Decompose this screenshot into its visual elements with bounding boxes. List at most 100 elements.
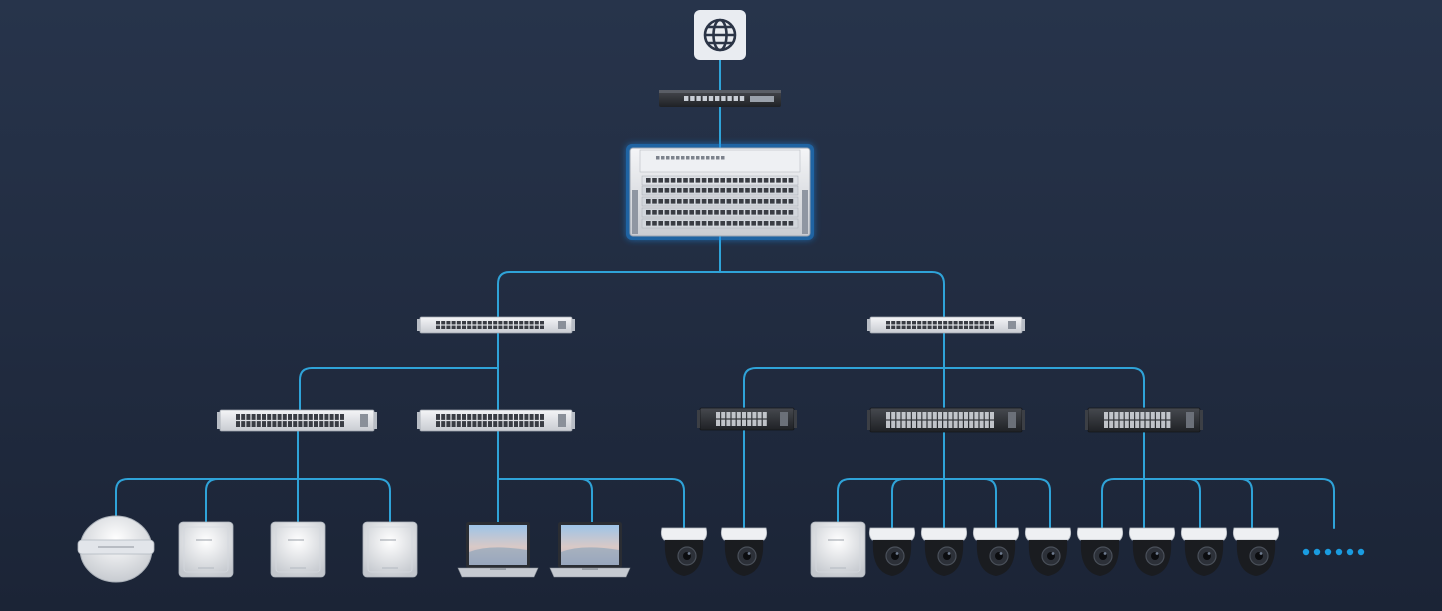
switch-port [503, 321, 508, 325]
chassis-port [695, 210, 701, 215]
chassis-port [739, 188, 744, 193]
switch-port [721, 419, 726, 426]
switch-port [472, 321, 477, 325]
switch-port [1145, 420, 1150, 428]
switch-port [340, 421, 344, 427]
switch-port [979, 412, 984, 420]
chassis-port [689, 199, 694, 204]
chassis-port [732, 210, 738, 215]
connection-links [115, 59, 1335, 541]
chassis-port [708, 221, 713, 226]
switch-port [990, 321, 994, 325]
switch-port [1124, 420, 1129, 428]
chassis-port [714, 210, 719, 215]
switch-port [272, 421, 277, 427]
switch-port [446, 321, 451, 325]
switch-port [932, 321, 937, 325]
chassis-port [695, 199, 701, 204]
chassis-port [776, 221, 781, 226]
switch-port [927, 325, 932, 329]
switch-port [241, 414, 246, 420]
chassis-port [689, 188, 694, 193]
switch-port [1114, 420, 1119, 428]
rack-ear [1022, 410, 1025, 430]
switch-port [984, 321, 989, 325]
switch-port [886, 321, 890, 325]
chassis-line-card [641, 196, 799, 207]
chassis-port [776, 199, 781, 204]
chassis-vent [656, 156, 660, 160]
switch-port [762, 412, 767, 419]
ceiling-ap-1 [178, 521, 234, 578]
switch-port [456, 414, 461, 420]
switch-port [742, 412, 746, 419]
access-switch-3 [697, 407, 797, 431]
chassis-port [664, 221, 670, 226]
chassis-port [701, 188, 707, 193]
switch-port [540, 414, 544, 420]
link-access4-endpoints [837, 431, 1051, 529]
chassis-port [757, 199, 763, 204]
switch-port [922, 325, 927, 329]
chassis-port [788, 188, 794, 193]
chassis-port [788, 210, 794, 215]
switch-port [716, 419, 720, 426]
chassis-port [708, 199, 713, 204]
link-access2-endpoints [497, 429, 685, 529]
switch-port [540, 325, 544, 329]
switch-port [1166, 420, 1171, 428]
chassis-port [652, 199, 657, 204]
aggregation-switch-left [417, 316, 575, 334]
chassis-port [751, 221, 756, 226]
switch-port [1166, 412, 1171, 420]
switch-port [488, 321, 492, 325]
chassis-port [745, 178, 750, 183]
switch-port [508, 421, 513, 427]
chassis-port [720, 188, 725, 193]
switch-port [891, 412, 896, 420]
switch-port [1150, 412, 1155, 420]
switch-port [922, 321, 927, 325]
link-agg-right-access [743, 331, 1145, 419]
chassis-port [757, 178, 763, 183]
rack-ear [697, 410, 700, 428]
switch-port [927, 412, 932, 420]
switch-port [917, 412, 922, 420]
switch-port [747, 412, 752, 419]
switch-port [477, 325, 482, 329]
switch-port [329, 414, 334, 420]
switch-port [721, 412, 726, 419]
switch-port [938, 412, 942, 420]
switch-port [1145, 412, 1150, 420]
chassis-port [658, 178, 663, 183]
outdoor-ap [77, 515, 155, 583]
switch-port [456, 321, 461, 325]
switch-port [519, 325, 524, 329]
ceiling-ap-4 [810, 521, 866, 578]
switch-port [917, 325, 922, 329]
switch-chassis [869, 407, 1023, 433]
switch-port [948, 321, 953, 325]
chassis-port [763, 188, 769, 193]
chassis-port [646, 178, 651, 183]
chassis-port [689, 178, 694, 183]
chassis-port [782, 221, 787, 226]
switch-port [477, 421, 482, 427]
chassis-port [782, 178, 787, 183]
chassis-port [751, 199, 756, 204]
link-core-aggregation [497, 235, 945, 319]
switch-port [251, 421, 256, 427]
rack-ear [572, 412, 575, 429]
chassis-port [658, 221, 663, 226]
switch-port [938, 325, 942, 329]
switch-port [467, 325, 472, 329]
chassis-port [739, 178, 744, 183]
laptop-2 [549, 522, 631, 578]
switch-port [534, 321, 539, 325]
switch-port [314, 414, 318, 420]
chassis-port [652, 221, 657, 226]
uplink-port [1186, 412, 1194, 428]
switch-port [896, 412, 901, 420]
dome-camera-7 [1076, 527, 1124, 576]
